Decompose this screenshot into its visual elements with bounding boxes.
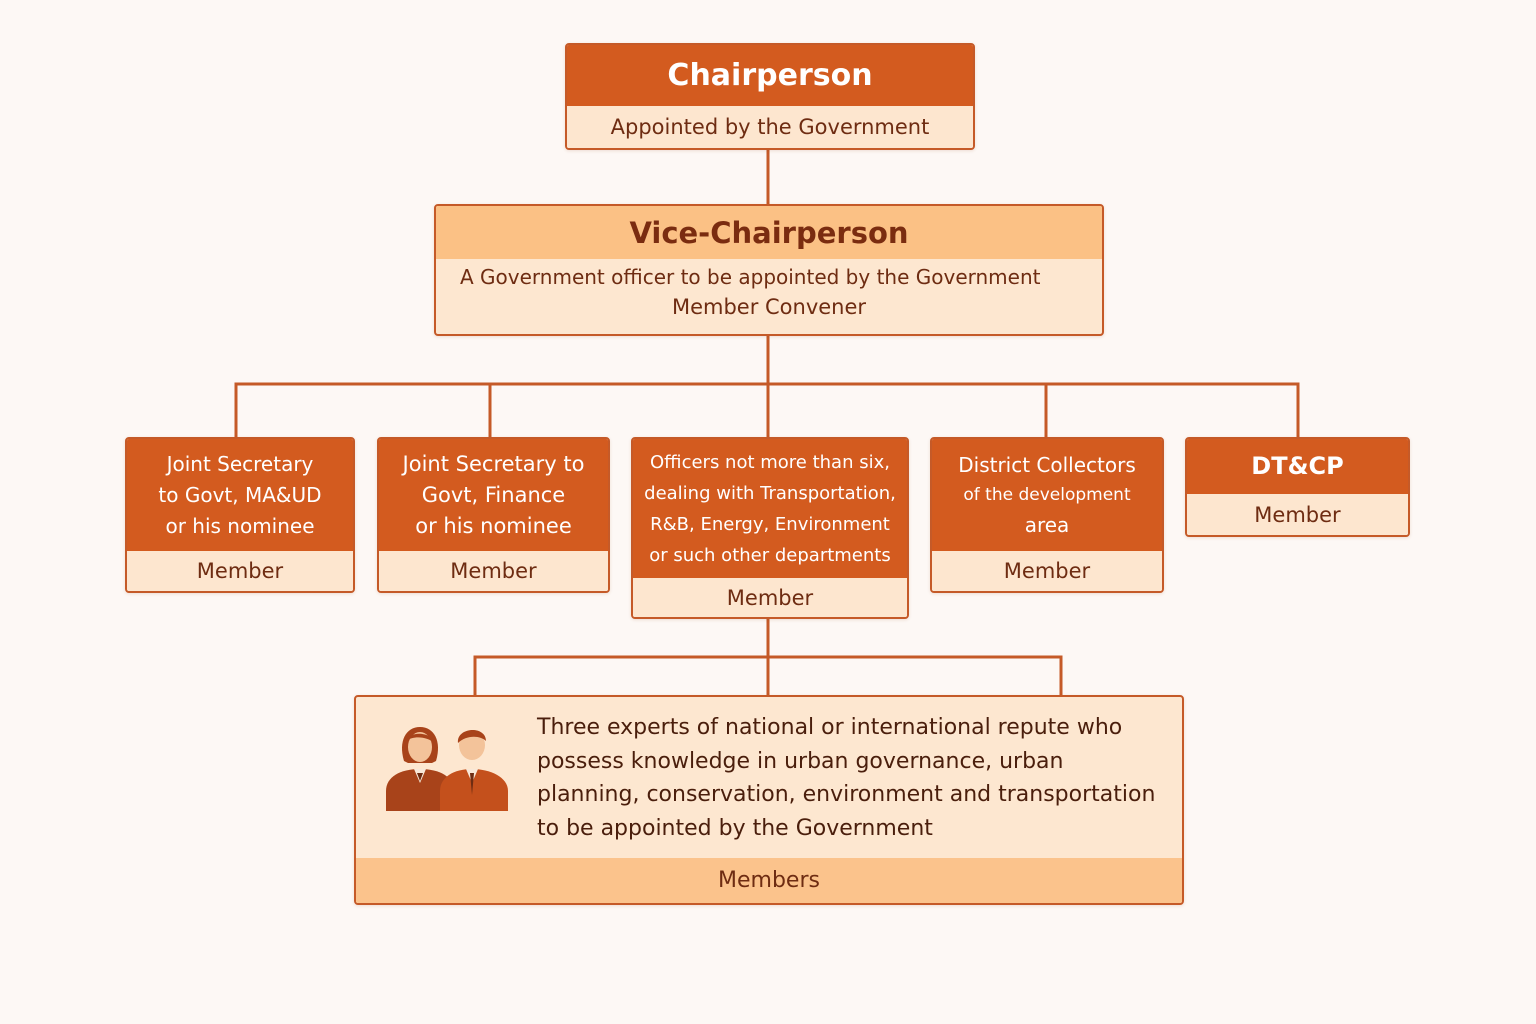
vice-chairperson-title: Vice-Chairperson xyxy=(436,206,1102,259)
chairperson-subtitle: Appointed by the Government xyxy=(567,106,973,148)
member-role: Member xyxy=(127,551,353,591)
member-box-district-collectors: District Collectors of the development a… xyxy=(930,437,1164,593)
vice-chairperson-box: Vice-Chairperson A Government officer to… xyxy=(434,204,1104,336)
member-title: Joint Secretary to Govt, Finance or his … xyxy=(379,439,608,551)
member-title: District Collectors xyxy=(958,453,1136,477)
experts-body: Three experts of national or internation… xyxy=(356,697,1182,858)
chairperson-title: Chairperson xyxy=(567,45,973,106)
member-title: DT&CP xyxy=(1187,439,1408,494)
member-title: Joint Secretary to Govt, MA&UD or his no… xyxy=(127,439,353,551)
member-box-ma-ud: Joint Secretary to Govt, MA&UD or his no… xyxy=(125,437,355,593)
member-role: Member xyxy=(633,578,907,617)
member-title: Officers not more than six, dealing with… xyxy=(633,439,907,578)
chairperson-box: Chairperson Appointed by the Government xyxy=(565,43,975,150)
member-box-finance: Joint Secretary to Govt, Finance or his … xyxy=(377,437,610,593)
people-icon xyxy=(386,727,508,811)
experts-box: Three experts of national or internation… xyxy=(354,695,1184,905)
member-title-group: District Collectors of the development a… xyxy=(932,439,1162,551)
experts-description: Three experts of national or internation… xyxy=(537,715,1156,841)
experts-role: Members xyxy=(356,858,1182,903)
member-subtitle-2: area xyxy=(1024,513,1070,537)
vice-chairperson-description: A Government officer to be appointed by … xyxy=(460,265,1041,289)
member-subtitle: of the development xyxy=(963,485,1131,505)
vice-chairperson-role: Member Convener xyxy=(671,295,867,319)
member-box-dtcp: DT&CP Member xyxy=(1185,437,1410,537)
member-box-officers: Officers not more than six, dealing with… xyxy=(631,437,909,619)
member-role: Member xyxy=(932,551,1162,591)
member-role: Member xyxy=(1187,494,1408,535)
member-role: Member xyxy=(379,551,608,591)
